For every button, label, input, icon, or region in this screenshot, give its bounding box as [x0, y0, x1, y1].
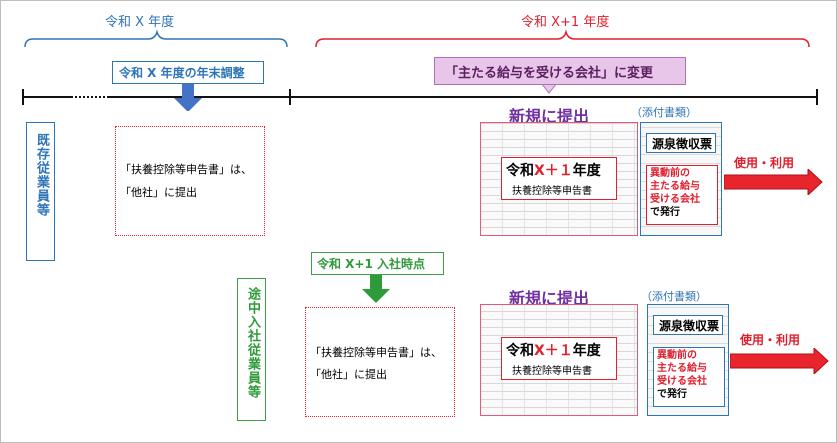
prev-employer-line-2: 主たる給与 [657, 363, 707, 374]
form-title-box: 令和X＋１年度 扶養控除等申告書 [501, 337, 617, 380]
prev-employer-line-3: 受ける会社 [657, 376, 707, 387]
prev-employer-line-1: 異動前の [657, 350, 697, 361]
attachments-label: （添付書類） [631, 106, 697, 119]
use-arrow [724, 169, 823, 195]
group-midyear-box: 途中入社従業員等 [237, 278, 266, 421]
dependent-deduction-form: 令和X＋１年度 扶養控除等申告書 [480, 122, 638, 236]
note-line-1: 「扶養控除等申告書」は、 [120, 163, 252, 176]
form-title-prefix: 令和 [506, 163, 534, 179]
company-change-label: 「主たる給与を受ける会社」に変更 [445, 66, 654, 81]
group-existing-box: 既存従業員等 [26, 122, 55, 261]
period-left-label: 令和 X 年度 [105, 15, 175, 30]
other-company-note-2: 「扶養控除等申告書」は、 「他社」に提出 [305, 307, 455, 417]
use-label: 使用・利用 [734, 156, 795, 170]
prev-employer-line-3: 受ける会社 [650, 194, 700, 205]
period-right-label: 令和 X+1 年度 [521, 15, 610, 30]
form-title-prefix: 令和 [506, 343, 534, 359]
join-point-label: 令和 X+1 入社時点 [317, 257, 426, 271]
new-submission-label: 新規に提出 [509, 107, 590, 126]
note-line-2: 「他社」に提出 [310, 368, 387, 381]
group-existing-label: 既存従業員等 [34, 133, 49, 217]
prev-employer-line-2: 主たる給与 [650, 181, 700, 192]
prev-employer-line-1: 異動前の [650, 168, 690, 179]
blue-down-arrow [174, 83, 202, 111]
left-period-brace [24, 29, 288, 48]
new-submission-label: 新規に提出 [509, 289, 590, 308]
join-point-box: 令和 X+1 入社時点 [311, 252, 444, 275]
withholding-slip-box: 源泉徴収票 [646, 133, 716, 153]
withholding-slip-label: 源泉徴収票 [659, 319, 720, 333]
form-subtitle: 扶養控除等申告書 [512, 186, 592, 197]
form-subtitle: 扶養控除等申告書 [512, 366, 592, 377]
withholding-slip-label: 源泉徴収票 [652, 137, 713, 151]
withholding-slip-box: 源泉徴収票 [653, 315, 723, 335]
timeline-graphics [22, 29, 818, 111]
attachments-label: （添付書類） [641, 290, 707, 303]
use-label: 使用・利用 [740, 333, 801, 347]
attachment-document: 源泉徴収票 異動前の 主たる給与 受ける会社 で発行 [640, 122, 722, 236]
prev-employer-line-4: で発行 [657, 389, 687, 400]
year-end-adjustment-box: 令和 X 年度の年末調整 [112, 61, 264, 84]
year-end-adjustment-label: 令和 X 年度の年末調整 [119, 66, 245, 80]
form-title-year: X＋１ [534, 343, 573, 359]
green-down-arrow [362, 275, 390, 303]
previous-employer-box: 異動前の 主たる給与 受ける会社 で発行 [646, 165, 718, 225]
note-line-1: 「扶養控除等申告書」は、 [310, 346, 442, 359]
dependent-deduction-form: 令和X＋１年度 扶養控除等申告書 [480, 304, 638, 416]
right-period-brace [315, 29, 810, 48]
note-line-2: 「他社」に提出 [120, 186, 197, 199]
company-change-callout: 「主たる給与を受ける会社」に変更 [434, 57, 686, 85]
prev-employer-line-4: で発行 [650, 207, 680, 218]
group-midyear-label: 途中入社従業員等 [245, 287, 260, 399]
form-title-suffix: 年度 [572, 163, 601, 179]
attachment-document: 源泉徴収票 異動前の 主たる給与 受ける会社 で発行 [647, 304, 729, 416]
form-title-suffix: 年度 [572, 343, 601, 359]
previous-employer-box: 異動前の 主たる給与 受ける会社 で発行 [653, 347, 725, 407]
use-arrow [730, 348, 829, 374]
other-company-note-1: 「扶養控除等申告書」は、 「他社」に提出 [115, 126, 265, 236]
form-title-box: 令和X＋１年度 扶養控除等申告書 [501, 157, 617, 200]
form-title-year: X＋１ [534, 163, 573, 179]
